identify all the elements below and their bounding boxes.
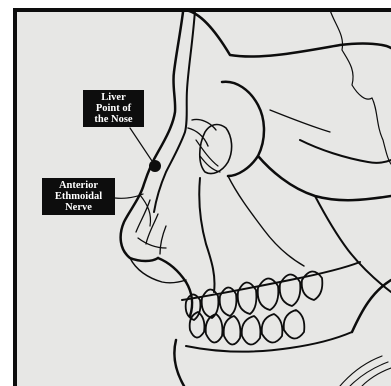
ethmoidal-nerve-label-line3: Nerve xyxy=(45,202,112,213)
ethmoidal-nerve-label-line1: Anterior xyxy=(45,180,112,191)
liver-point-label-line1: Liver xyxy=(86,92,141,103)
liver-point-label-line3: the Nose xyxy=(86,114,141,125)
ethmoidal-nerve-label: Anterior Ethmoidal Nerve xyxy=(42,178,115,215)
liver-point-label: Liver Point of the Nose xyxy=(83,90,144,127)
ethmoidal-nerve-label-line2: Ethmoidal xyxy=(45,191,112,202)
liver-point-marker xyxy=(149,160,161,172)
liver-point-label-line2: Point of xyxy=(86,103,141,114)
